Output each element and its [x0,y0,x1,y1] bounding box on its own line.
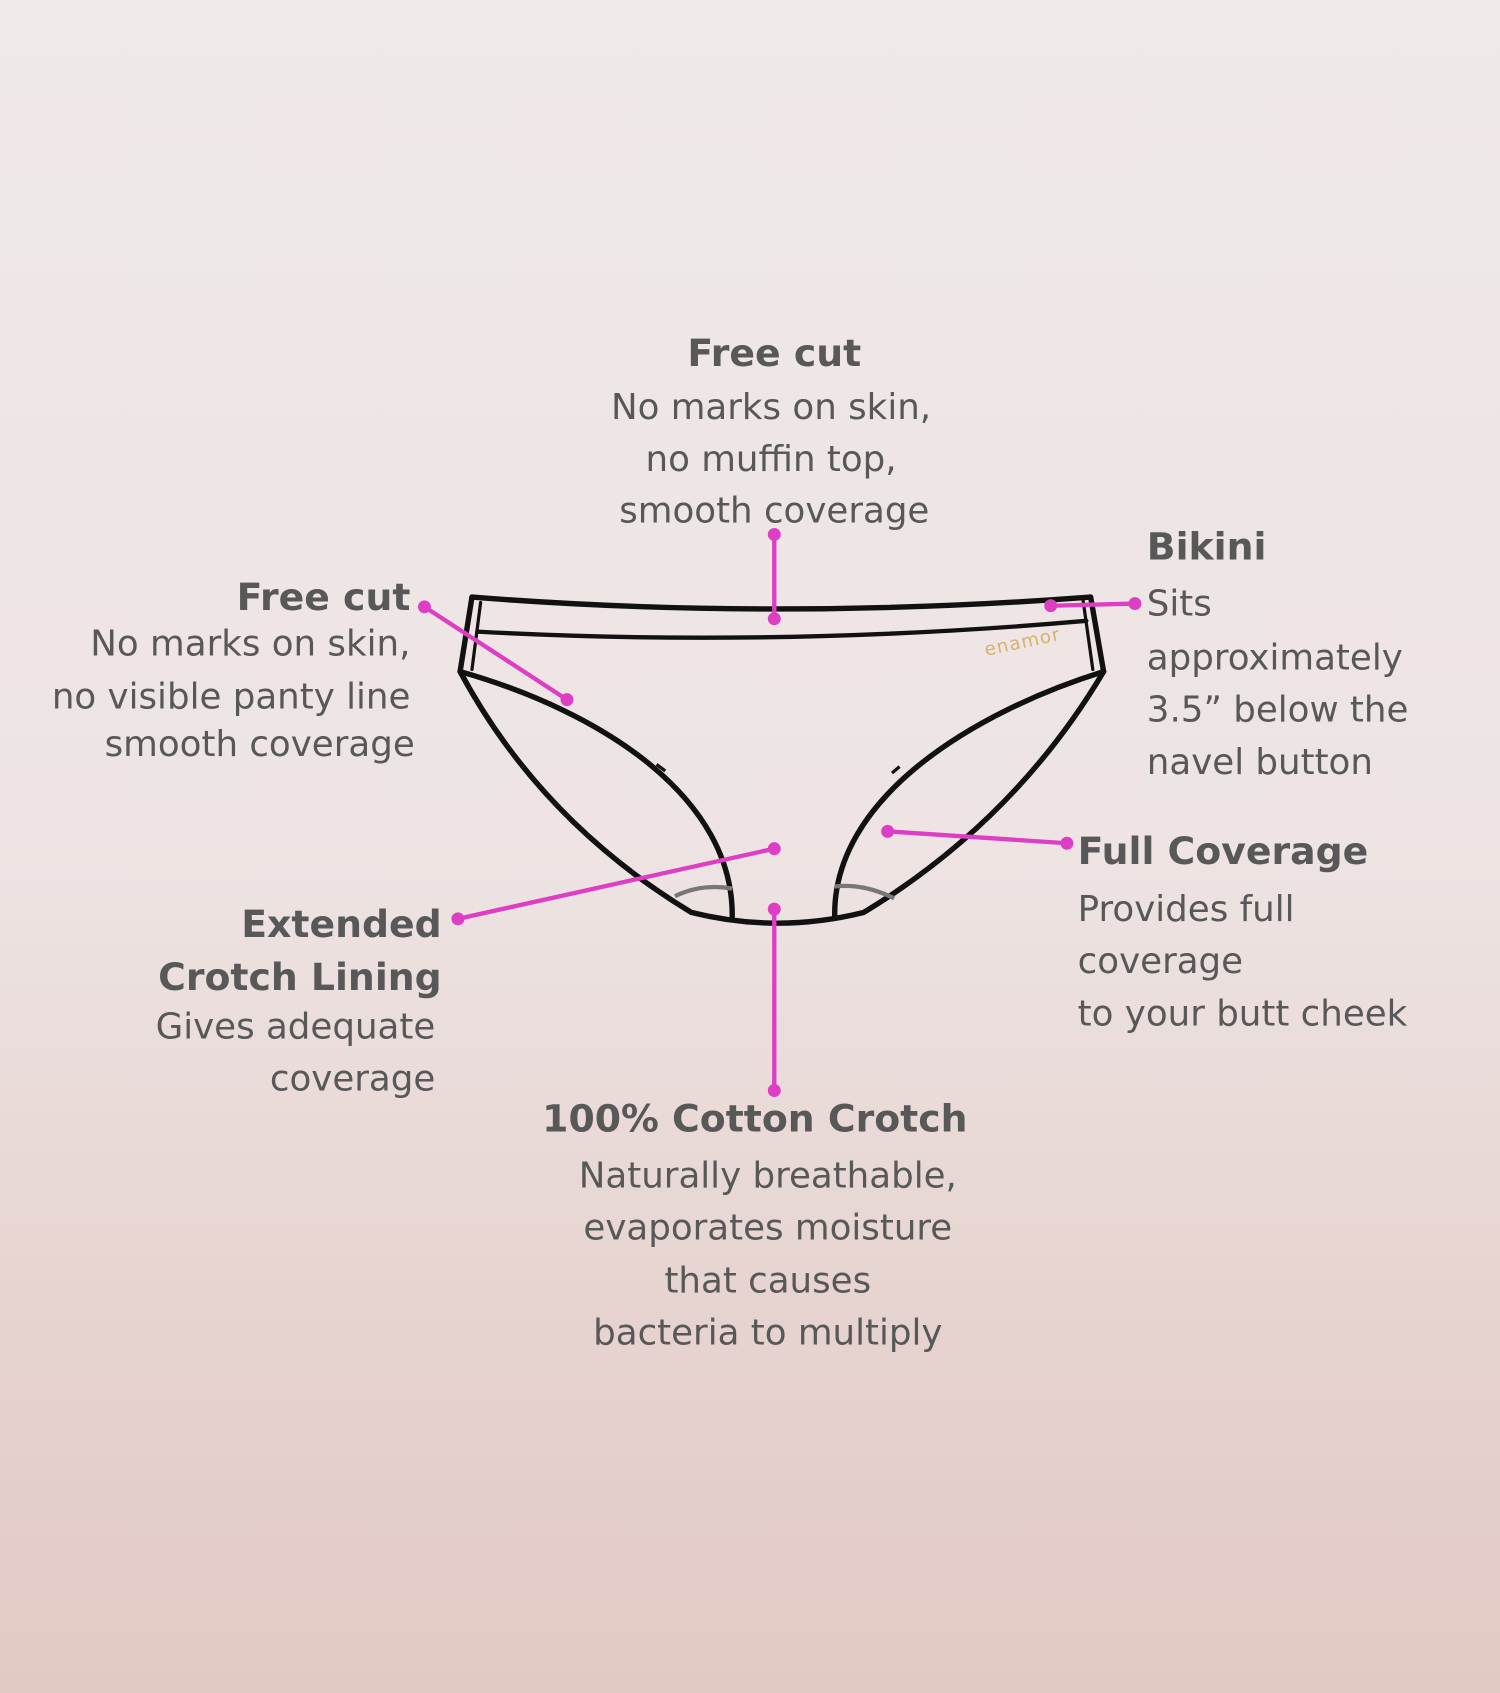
callout-bikini: Bikini Sits approximately 3.5” below the… [1147,524,1409,783]
callout-line: navel button [1147,742,1373,783]
callout-line: Gives adequate [156,1007,436,1048]
callout-left-free-cut: Free cut No marks on skin, no visible pa… [52,575,415,765]
callout-line: evaporates moisture [583,1208,952,1249]
callout-line: No marks on skin, [611,387,931,428]
callout-line: to your butt cheek [1078,994,1408,1035]
callout-title: Free cut [687,331,861,375]
callout-cotton-crotch: 100% Cotton Crotch Naturally breathable,… [542,1097,967,1354]
callout-line: approximately [1147,637,1403,678]
callout-title: Bikini [1147,524,1267,568]
callout-line: smooth coverage [105,724,415,765]
callout-title: Free cut [237,575,411,619]
callout-line: smooth coverage [619,491,929,532]
callout-top-free-cut: Free cut No marks on skin, no muffin top… [611,331,931,532]
panty-outline: enamor [457,594,1107,926]
callout-full-coverage: Full Coverage Provides full coverage to … [1078,829,1408,1035]
callout-crotch-lining: Extended Crotch Lining Gives adequate co… [156,902,442,1099]
callout-line: Sits [1147,583,1212,624]
callout-title: Crotch Lining [158,955,442,999]
callout-line: Naturally breathable, [579,1156,957,1197]
callout-line: bacteria to multiply [593,1312,942,1353]
callout-line: no visible panty line [52,676,411,717]
callout-line: 3.5” below the [1147,689,1409,730]
callout-title: Extended [241,902,441,946]
callout-title: Full Coverage [1078,829,1369,873]
callout-line: coverage [1078,941,1243,982]
callout-line: that causes [664,1260,871,1301]
callout-lines [417,527,1142,1097]
callout-line: No marks on skin, [90,623,410,664]
callout-line: Provides full [1078,889,1295,930]
callout-line: no muffin top, [646,439,897,480]
callout-line: coverage [270,1059,435,1100]
callout-title: 100% Cotton Crotch [542,1097,967,1141]
